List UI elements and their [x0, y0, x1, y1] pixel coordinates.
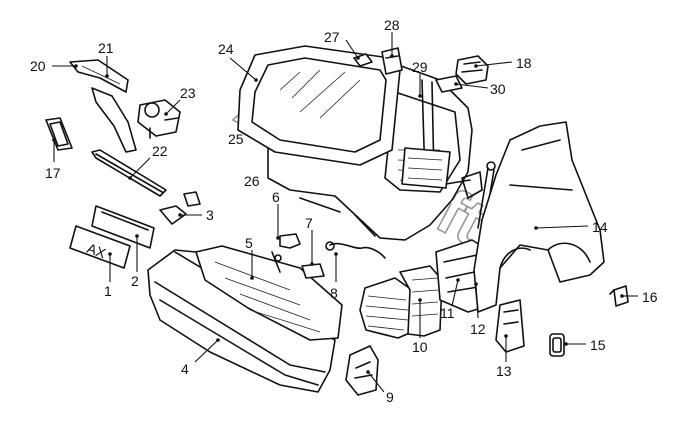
callout-30: 30 — [490, 81, 506, 97]
callout-27: 27 — [324, 29, 340, 45]
callout-18: 18 — [516, 55, 532, 71]
callout-24: 24 — [218, 41, 234, 57]
small-lamp — [159, 191, 201, 225]
tailgate-hinge — [401, 79, 451, 189]
lamp-cover-18 — [455, 55, 489, 85]
callout-26: 26 — [244, 173, 260, 189]
harness-connector-6 — [271, 233, 301, 273]
callout-16: 16 — [642, 289, 658, 305]
callout-9: 9 — [386, 389, 394, 405]
wiper-assembly — [69, 59, 137, 153]
bumper-bracket — [345, 345, 379, 396]
license-plate: AX — [69, 225, 131, 269]
callout-12: 12 — [470, 321, 486, 337]
callout-numbers: 1 2 3 4 5 6 7 8 9 10 11 12 13 14 15 16 1… — [30, 17, 658, 405]
callout-8: 8 — [330, 285, 338, 301]
callout-25: 25 — [228, 131, 244, 147]
callout-1: 1 — [104, 283, 112, 299]
callout-14: 14 — [592, 219, 608, 235]
clip-15 — [549, 333, 565, 357]
rear-quarter-panel — [473, 121, 605, 313]
license-plate-bracket — [91, 205, 155, 249]
callout-29: 29 — [412, 59, 428, 75]
trim-strip — [91, 149, 167, 197]
callout-17: 17 — [45, 165, 61, 181]
callout-4: 4 — [181, 361, 189, 377]
rear-reflector — [45, 117, 73, 151]
leader-lines — [52, 32, 638, 393]
callout-11: 11 — [440, 305, 455, 321]
mud-flap — [495, 299, 525, 353]
callout-10: 10 — [412, 339, 428, 355]
tailgate-latch — [381, 47, 403, 75]
rear-window-glass — [237, 45, 401, 166]
callout-20: 20 — [30, 58, 46, 74]
seal-30 — [435, 75, 463, 93]
wiring-8 — [325, 241, 386, 259]
callout-5: 5 — [245, 235, 253, 251]
callout-3: 3 — [206, 207, 214, 223]
callout-23: 23 — [180, 85, 196, 101]
callout-28: 28 — [384, 17, 400, 33]
callout-13: 13 — [496, 363, 512, 379]
callout-6: 6 — [272, 189, 280, 205]
connector-7 — [301, 263, 325, 279]
callout-21: 21 — [98, 40, 114, 56]
wiper-motor — [137, 99, 181, 139]
callout-2: 2 — [131, 273, 139, 289]
tail-lamp-lens — [359, 265, 443, 339]
callout-22: 22 — [152, 143, 168, 159]
callout-15: 15 — [590, 337, 606, 353]
callout-7: 7 — [305, 215, 313, 231]
plate-text: AX — [85, 240, 109, 262]
